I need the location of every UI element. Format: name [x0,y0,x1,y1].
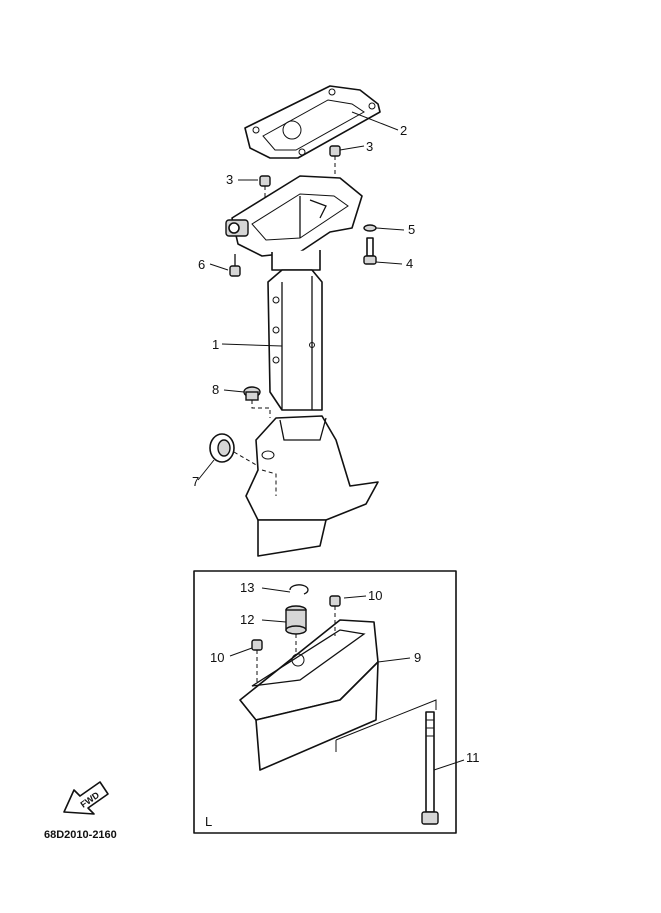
diagram-code: 68D2010-2160 [44,829,117,841]
gasket-part-2 [244,85,381,159]
callout-7: 7 [192,474,199,489]
bolt-part-11 [421,711,439,825]
lower-casing [245,415,379,557]
callout-12: 12 [240,612,254,627]
bushing-part-12 [285,605,307,635]
callout-2: 2 [400,123,407,138]
extension-part-9 [239,619,379,771]
callout-5: 5 [408,222,415,237]
callout-13: 13 [240,580,254,595]
callout-3-right: 3 [366,139,373,154]
washer-part-5 [363,224,377,232]
dowel-part-10-right [329,595,341,607]
callout-10-left: 10 [210,650,224,665]
callout-11: 11 [466,750,480,765]
plug-part-8 [243,386,261,401]
leader-lines-inset [229,587,465,771]
dowel-part-3-right [329,145,341,157]
inset-label: L [205,814,212,829]
callout-8: 8 [212,382,219,397]
circlip-part-13 [289,584,309,595]
callout-3-left: 3 [226,172,233,187]
upper-casing [225,175,363,271]
fwd-arrow-icon: FWD [63,781,109,815]
grommet-part-7 [209,433,235,463]
fitting-part-6 [229,254,241,277]
callout-6: 6 [198,257,205,272]
drive-shaft-housing-part-1 [267,269,323,411]
callout-1: 1 [212,337,219,352]
bolt-part-4 [363,237,377,265]
callout-10-right: 10 [368,588,382,603]
leader-lines-upper [197,111,405,481]
dowel-part-3-left [259,175,271,187]
dowel-part-10-left [251,639,263,651]
callout-4: 4 [406,256,413,271]
callout-9: 9 [414,650,421,665]
